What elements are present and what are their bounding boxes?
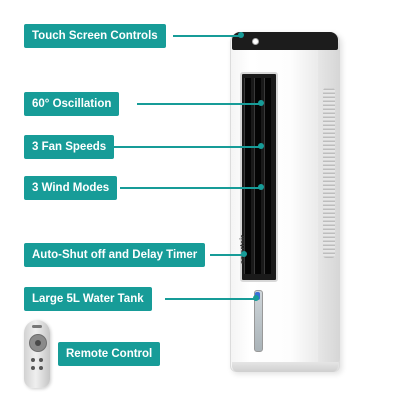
remote-button — [39, 366, 43, 370]
callout-connector — [120, 187, 261, 189]
tower-air-cooler-image: smartair — [230, 24, 340, 372]
callout-wind-modes: 3 Wind Modes — [24, 176, 118, 200]
callout-remote-control: Remote Control — [58, 342, 161, 366]
remote-dial-pad — [29, 334, 47, 352]
callout-connector — [113, 146, 261, 148]
callout-dot — [258, 143, 264, 149]
callout-oscillation: 60° Oscillation — [24, 92, 120, 116]
callout-dot — [258, 184, 264, 190]
remote-center-button — [35, 340, 41, 346]
power-button-icon — [252, 38, 259, 45]
remote-ir-window — [32, 325, 42, 328]
air-outlet-louvers — [240, 72, 278, 282]
louver-slat — [254, 78, 261, 274]
remote-button — [31, 366, 35, 370]
louver-slat — [264, 78, 271, 274]
callout-connector — [165, 298, 256, 300]
callout-dot — [253, 295, 259, 301]
touch-control-panel — [232, 32, 338, 50]
callout-touch-screen-controls: Touch Screen Controls — [24, 24, 166, 48]
callout-auto-shutoff-timer: Auto-Shut off and Delay Timer — [24, 243, 206, 267]
callout-dot — [238, 32, 244, 38]
callout-fan-speeds: 3 Fan Speeds — [24, 135, 115, 159]
louver-slat — [244, 78, 251, 274]
remote-button — [31, 358, 35, 362]
cooler-base — [232, 362, 338, 372]
callout-dot — [258, 100, 264, 106]
callout-water-tank: Large 5L Water Tank — [24, 287, 152, 311]
remote-control-icon — [24, 320, 50, 388]
remote-button — [39, 358, 43, 362]
side-air-intake — [323, 88, 335, 258]
brand-logo: smartair — [240, 234, 247, 264]
callout-dot — [241, 251, 247, 257]
water-level-window — [254, 290, 263, 352]
callout-connector — [137, 103, 261, 105]
callout-connector — [210, 254, 244, 256]
callout-connector — [173, 35, 241, 37]
